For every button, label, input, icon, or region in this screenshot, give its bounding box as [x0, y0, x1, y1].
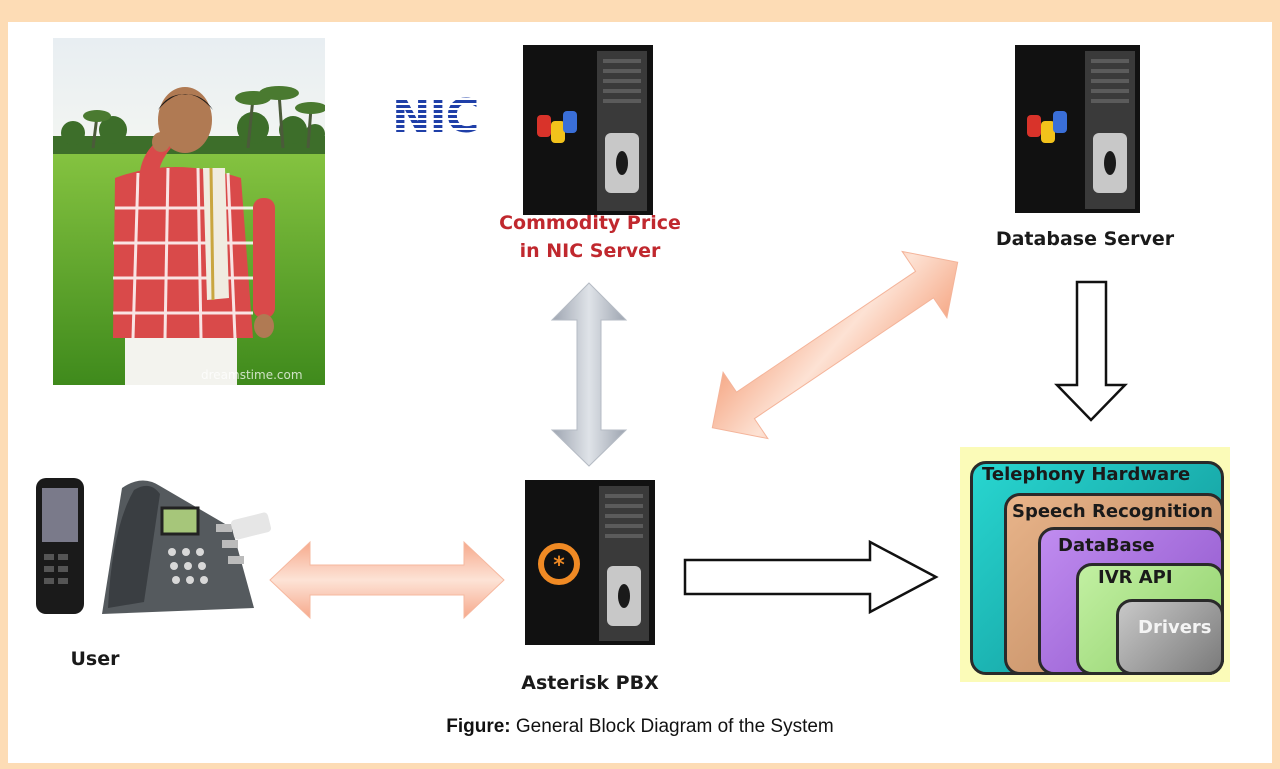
arrow-user-asterisk	[269, 540, 505, 620]
svg-text:*: *	[553, 553, 565, 578]
asterisk-server-icon: *	[525, 480, 655, 645]
caption-prefix: Figure:	[446, 716, 511, 737]
user-phones-icon	[32, 468, 280, 620]
layer-drivers	[1116, 599, 1224, 675]
arrow-database-stack	[1054, 280, 1128, 422]
layer-drivers-label: Drivers	[1138, 617, 1212, 638]
database-server-icon	[1015, 45, 1140, 213]
frame-top	[0, 0, 1280, 22]
ivr-layer-stack: Telephony Hardware Speech Recognition Da…	[960, 447, 1230, 682]
arrow-asterisk-database	[711, 250, 959, 440]
nic-logo-text: NIC	[392, 90, 478, 138]
arrow-asterisk-stack	[683, 539, 939, 615]
frame-right	[1272, 0, 1280, 769]
figure-caption: Figure: General Block Diagram of the Sys…	[0, 716, 1280, 738]
asterisk-label: Asterisk PBX	[521, 672, 659, 694]
nic-server-icon	[523, 45, 653, 215]
nic-server-label-line2: in NIC Server	[519, 240, 661, 262]
nic-logo: NIC	[392, 89, 508, 143]
frame-bottom	[0, 763, 1280, 769]
photo-watermark: dreamstime.com	[201, 368, 303, 382]
frame-left	[0, 0, 8, 769]
user-label: User	[70, 648, 120, 670]
layer-ivr-api-label: IVR API	[1098, 567, 1173, 588]
arrow-nic-asterisk	[550, 282, 628, 467]
layer-telephony-hardware-label: Telephony Hardware	[982, 464, 1191, 485]
layer-database-label: DataBase	[1058, 535, 1155, 556]
layer-speech-recognition-label: Speech Recognition	[1012, 501, 1213, 522]
database-server-label: Database Server	[995, 228, 1175, 250]
nic-server-label-line1: Commodity Price	[499, 212, 681, 234]
farmer-photo: dreamstime.com	[53, 38, 325, 385]
caption-text: General Block Diagram of the System	[515, 716, 834, 737]
